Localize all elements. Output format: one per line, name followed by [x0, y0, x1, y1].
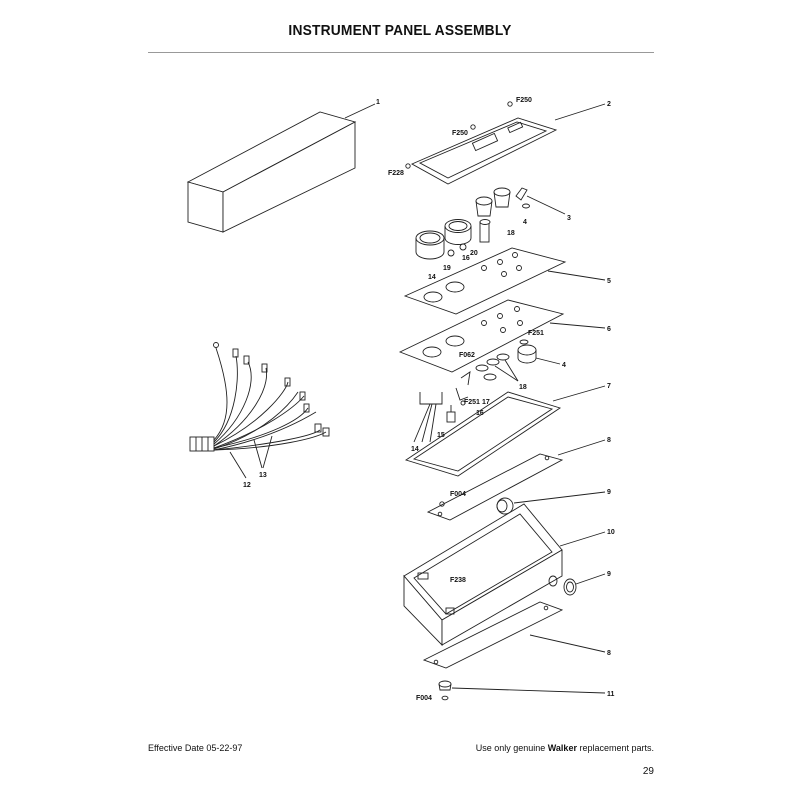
leader-9b [575, 573, 606, 585]
leader-2 [554, 103, 606, 121]
part-2-gasket [405, 101, 606, 185]
fastener-f004b: F004 [416, 695, 432, 702]
callout-13: 13 [259, 472, 267, 479]
brand-name: Walker [547, 743, 577, 753]
leader-6 [549, 322, 606, 329]
leader-8b [529, 634, 606, 653]
fastener-f238: F238 [450, 577, 466, 584]
leader-10 [559, 531, 606, 547]
callout-15: 15 [437, 432, 445, 439]
leader-13b [262, 435, 273, 469]
callout-10: 10 [607, 529, 615, 536]
part-9-bushing [496, 491, 606, 515]
callout-11: 11 [607, 691, 615, 698]
page-title: INSTRUMENT PANEL ASSEMBLY [288, 22, 512, 39]
callout-14a: 14 [428, 274, 436, 281]
callout-18b: 18 [519, 384, 527, 391]
callout-5: 5 [607, 278, 611, 285]
wire-harness [189, 342, 330, 479]
callout-4a: 4 [523, 219, 527, 226]
callout-3: 3 [567, 215, 571, 222]
callout-8b: 8 [607, 650, 611, 657]
callout-14b: 14 [411, 446, 419, 453]
callout-18a: 18 [507, 230, 515, 237]
callout-9b: 9 [607, 571, 611, 578]
switch-parts [413, 371, 471, 443]
fastener-f250b: F250 [452, 130, 468, 137]
parts-notice: Use only genuine Walker replacement part… [476, 743, 654, 753]
title-rule [148, 52, 654, 53]
notice-post: replacement parts. [576, 743, 654, 753]
part-1-box [186, 103, 376, 233]
leader-8a [557, 439, 606, 456]
callout-12: 12 [243, 482, 251, 489]
callout-1: 1 [376, 99, 380, 106]
leader-7 [552, 385, 606, 402]
fastener-f251a: F251 [528, 330, 544, 337]
part-4-key-switch [475, 339, 561, 382]
leader-12 [229, 451, 247, 479]
part-10-housing [403, 503, 606, 647]
part-8-strip-top [426, 439, 606, 521]
screw-f250b [470, 124, 476, 130]
notice-pre: Use only genuine [475, 743, 548, 753]
part-6-plate [398, 299, 606, 373]
callout-6: 6 [607, 326, 611, 333]
fastener-f062: F062 [459, 352, 475, 359]
callout-2: 2 [607, 101, 611, 108]
part-8-strip-bottom [422, 601, 606, 669]
leader-13a [253, 439, 263, 469]
effective-date: Effective Date 05-22-97 [148, 743, 243, 753]
page-number: 29 [642, 766, 654, 777]
part-7-gasket [404, 385, 606, 477]
callout-labels: 1 2 3 4 4 5 6 7 8 8 9 9 10 11 12 13 14 1… [243, 97, 615, 702]
callout-7: 7 [607, 383, 611, 390]
leader-3 [526, 195, 566, 215]
callout-20: 20 [470, 250, 478, 257]
callout-9a: 9 [607, 489, 611, 496]
part-5-plate [403, 247, 606, 315]
part-11-foot [438, 680, 606, 701]
leader-9a [513, 491, 606, 504]
fastener-f250a: F250 [516, 97, 532, 104]
leader-5 [547, 270, 606, 281]
screw-f228 [405, 163, 411, 169]
fastener-f251b: F251 [464, 399, 480, 406]
gauges-cluster [415, 187, 566, 260]
callout-17: 17 [482, 399, 490, 406]
leader-4b [535, 357, 561, 365]
fastener-f228: F228 [388, 170, 404, 177]
leader-1 [344, 103, 376, 119]
callout-8a: 8 [607, 437, 611, 444]
fastener-f004a: F004 [450, 491, 466, 498]
callout-16b: 16 [476, 410, 484, 417]
callout-19: 19 [443, 265, 451, 272]
screw-f250a [507, 101, 513, 107]
callout-4b: 4 [562, 362, 566, 369]
callout-16a: 16 [462, 255, 470, 262]
leader-11 [451, 687, 606, 694]
